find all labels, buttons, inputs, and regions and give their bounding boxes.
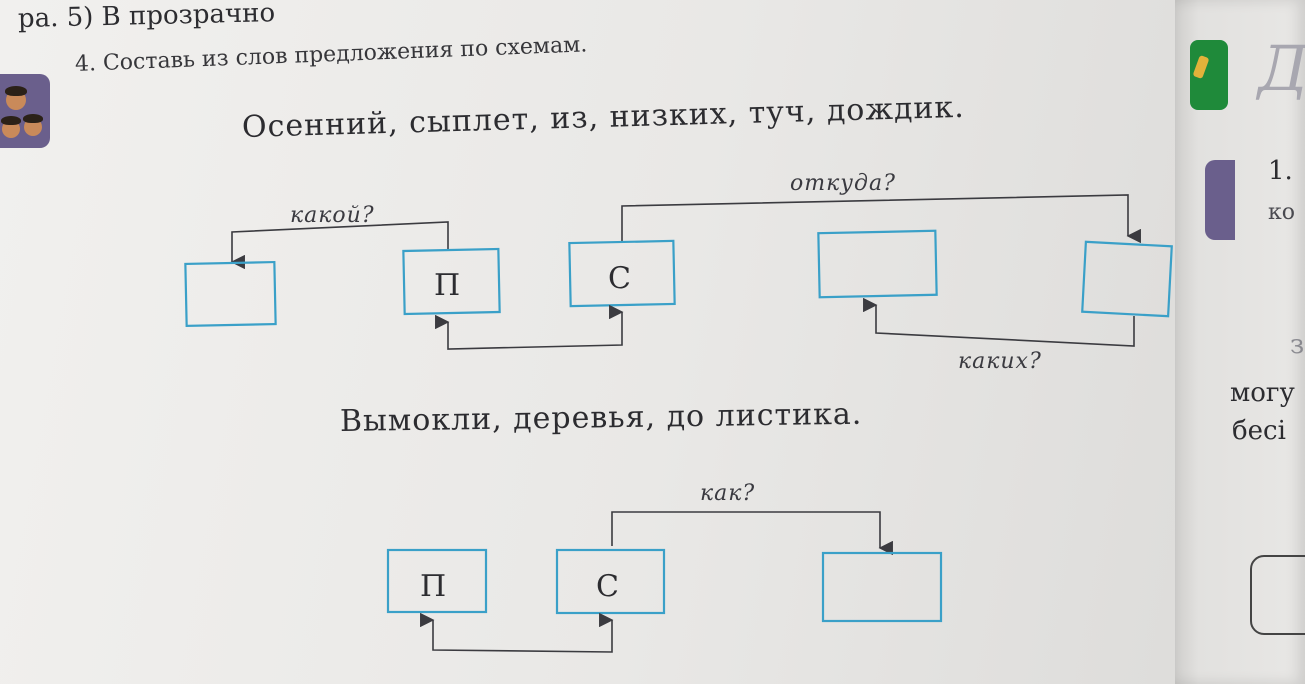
child-hair-icon <box>5 86 27 96</box>
book-icon <box>1190 40 1228 110</box>
textbook-page <box>0 0 1210 684</box>
connector2-p-s <box>420 612 614 653</box>
question-otkuda: откуда? <box>790 171 896 196</box>
right-text-line4: бесі <box>1232 416 1286 446</box>
scheme2-box-1 <box>386 548 488 614</box>
connector-kak <box>611 511 893 556</box>
question-kakih: каких? <box>958 349 1042 374</box>
right-item-number: 1. <box>1268 156 1293 186</box>
question-kak: как? <box>700 481 755 506</box>
connector-kakih <box>863 297 1135 347</box>
script-letter-decoration: Д <box>1258 32 1305 105</box>
box-letter-S: С <box>608 261 631 296</box>
question-kakoy: какой? <box>290 203 375 228</box>
scheme-box-4 <box>817 229 938 299</box>
right-page-box <box>1250 555 1305 635</box>
right-text-line3: могу <box>1230 378 1295 408</box>
scheme2-box-3 <box>821 551 943 623</box>
box-letter-P: П <box>434 268 460 303</box>
scheme-box-5 <box>1081 240 1173 318</box>
pair-work-icon-right <box>1205 160 1235 240</box>
connector-otkuda <box>621 194 1141 244</box>
pair-work-icon <box>0 74 50 148</box>
right-text-line2: з <box>1290 330 1305 360</box>
connector-p-s <box>435 304 624 350</box>
right-text-line1: ко <box>1268 200 1295 225</box>
adjacent-page <box>1175 0 1305 684</box>
child-hair-icon <box>23 114 43 123</box>
sentence-2: Вымокли, деревья, до листика. <box>339 396 863 439</box>
connector-kakoy <box>230 221 449 270</box>
box2-letter-S: С <box>596 569 619 604</box>
child-hair-icon <box>1 116 21 125</box>
scheme-box-1 <box>184 260 277 328</box>
box2-letter-P: П <box>420 569 446 604</box>
